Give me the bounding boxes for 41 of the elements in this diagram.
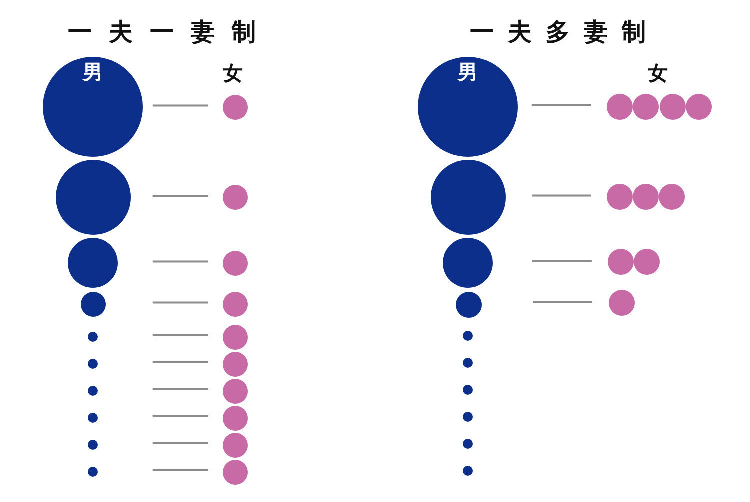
man-circle: [463, 331, 474, 341]
column-heading: 女: [648, 63, 668, 83]
woman-circle: [634, 249, 660, 275]
title: 一夫一妻制: [68, 20, 256, 44]
man-circle: [463, 412, 474, 422]
man-circle: [463, 358, 474, 368]
man-circle: [68, 238, 118, 288]
man-circle: [80, 292, 106, 317]
woman-circle: [633, 94, 660, 120]
woman-circle: [659, 184, 685, 210]
man-circle: [463, 385, 474, 395]
woman-circle: [223, 406, 248, 430]
man-circle: [88, 440, 98, 450]
woman-circle: [223, 432, 248, 458]
woman-circle: [686, 94, 712, 120]
woman-circle: [223, 95, 248, 120]
woman-circle: [223, 460, 248, 484]
man-circle: 男: [43, 57, 143, 157]
woman-circle: [223, 185, 248, 210]
woman-circle: [223, 352, 248, 376]
man-circle: 男: [418, 57, 518, 157]
woman-circle: [607, 94, 633, 120]
woman-circle: [223, 324, 248, 350]
man-circle: [88, 413, 98, 423]
woman-circle: [223, 292, 248, 316]
man-circle: [88, 386, 98, 396]
man-circle: [88, 467, 98, 477]
woman-circle: [633, 184, 659, 210]
woman-circle: [223, 251, 248, 276]
man-circle: [88, 359, 98, 369]
man-circle: [443, 238, 493, 288]
man-circle: [88, 332, 98, 342]
man-circle: [463, 466, 474, 476]
woman-circle: [223, 378, 248, 404]
woman-circle: [660, 94, 686, 120]
title: 一夫多妻制: [470, 20, 646, 44]
woman-circle: [608, 249, 634, 275]
man-circle: [456, 292, 482, 318]
woman-circle: [607, 184, 633, 210]
woman-circle: [608, 290, 634, 316]
man-circle: [463, 439, 474, 450]
